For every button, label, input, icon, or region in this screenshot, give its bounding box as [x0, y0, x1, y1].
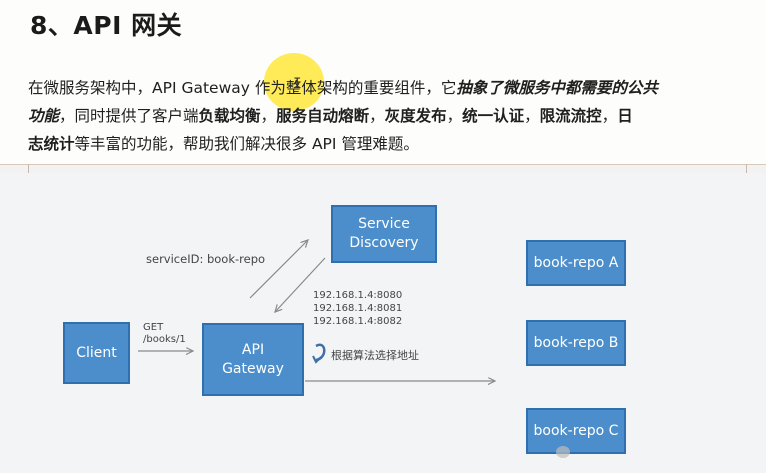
- emphasis-text: 功能: [28, 107, 60, 125]
- watermark-icon: [556, 446, 570, 458]
- cursor-highlight: [264, 53, 324, 111]
- box-label: API: [241, 341, 265, 358]
- client-box: Client: [63, 322, 130, 384]
- text-span: ，: [369, 107, 385, 125]
- intro-paragraph: 在微服务架构中，API Gateway 作为整体架构的重要组件，它抽象了微服务中…: [28, 74, 750, 158]
- emphasis-text: 抽象了微服务中都需要的公共: [456, 79, 658, 97]
- request-method: GET: [143, 322, 164, 333]
- bold-text: 统一认证: [462, 107, 525, 125]
- text-span: ，同时提供了客户端: [59, 107, 199, 125]
- text-span: ，: [446, 107, 463, 125]
- box-label: Client: [76, 344, 117, 361]
- box-label: Gateway: [222, 360, 284, 377]
- request-label: GET /books/1: [143, 322, 186, 346]
- text-span: ，: [601, 107, 618, 125]
- book-repo-c-box: book-repo C: [526, 408, 626, 454]
- box-label: book-repo A: [533, 254, 619, 271]
- paragraph-line-1: 在微服务架构中，API Gateway 作为整体架构的重要组件，它抽象了微服务中…: [28, 74, 750, 102]
- box-label: book-repo C: [533, 422, 619, 439]
- algorithm-label: 根据算法选择地址: [331, 349, 419, 362]
- bold-text: 灰度发布: [384, 107, 447, 125]
- arrow-to-discovery: [249, 240, 308, 299]
- text-span: 等丰富的功能，帮助我们解决很多 API 管理难题。: [74, 135, 419, 153]
- box-label: Discovery: [349, 235, 419, 251]
- text-cursor-icon: I: [293, 76, 302, 92]
- box-label: book-repo B: [533, 334, 619, 351]
- bold-text: 服务自动熔断: [276, 107, 370, 125]
- paragraph-line-3: 志统计等丰富的功能，帮助我们解决很多 API 管理难题。: [28, 130, 750, 158]
- section-heading: 8、API 网关: [30, 11, 183, 40]
- bold-text: 负载均衡: [198, 107, 261, 125]
- service-discovery-box: Service Discovery: [331, 205, 437, 263]
- ip-address: 192.168.1.4:8082: [313, 316, 403, 327]
- text-span: 在微服务架构中，API Gateway 作为整体架构的重要组件，它: [28, 79, 457, 97]
- book-repo-b-box: book-repo B: [526, 320, 626, 366]
- bold-text: 志统计: [28, 135, 75, 153]
- ip-address-list: 192.168.1.4:8080 192.168.1.4:8081 192.16…: [313, 289, 402, 328]
- loop-arrowhead-icon: [312, 355, 322, 364]
- service-id-label: serviceID: book-repo: [146, 252, 266, 266]
- paragraph-line-2: 功能，同时提供了客户端负载均衡，服务自动熔断，灰度发布，统一认证，限流流控，日: [28, 102, 750, 130]
- bold-text: 限流流控: [539, 107, 602, 125]
- text-span: ，: [524, 107, 540, 125]
- bold-text: 日: [617, 107, 633, 125]
- box-label: Service: [358, 216, 410, 232]
- request-path: /books/1: [143, 334, 186, 345]
- arrow-from-discovery: [275, 257, 326, 312]
- api-gateway-box: API Gateway: [202, 323, 304, 396]
- ip-address: 192.168.1.4:8080: [313, 290, 403, 301]
- book-repo-a-box: book-repo A: [526, 240, 626, 286]
- text-span: ，: [260, 107, 277, 125]
- ip-address: 192.168.1.4:8081: [313, 303, 403, 314]
